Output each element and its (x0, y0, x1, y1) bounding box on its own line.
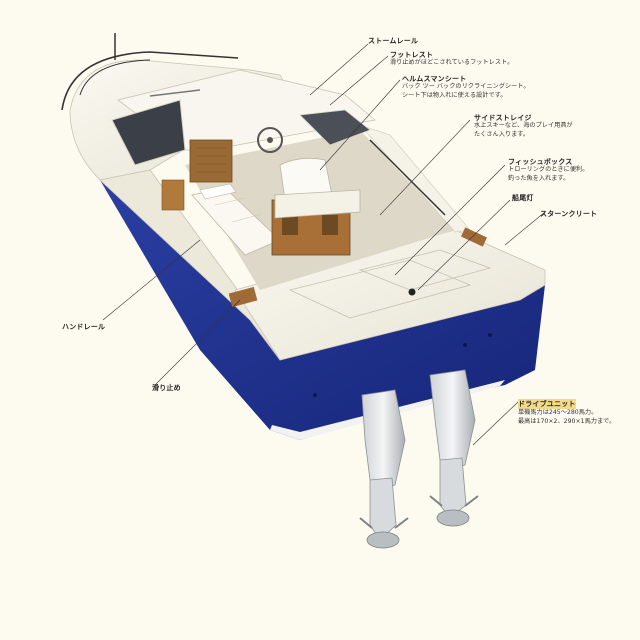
fish-box-hatch (288, 259, 472, 319)
storm-rail (61, 51, 239, 111)
desc-foot-rest: 滑り止めがほどこされているフットレスト。 (390, 59, 514, 66)
label-stern-cleat: スターンクリート (540, 210, 598, 218)
roof-handrail (149, 89, 201, 97)
non-slip-pad-1 (228, 286, 258, 308)
label-fish-box: フィッシュボックス (508, 158, 573, 166)
label-side-storage: サイドストレイジ (474, 114, 532, 122)
desc-drive-1: 単機馬力は245〜280馬力。 (518, 409, 598, 416)
label-storm-rail: ストームレール (368, 37, 419, 45)
desc-fish-box-2: 釣った魚を入れます。 (508, 175, 570, 182)
helm-seat (279, 157, 333, 201)
label-stern-light: 船尾灯 (512, 194, 534, 202)
steering-wheel (257, 127, 283, 153)
label-helmsman-seat: ヘルムスマンシート (402, 75, 467, 83)
label-handrail: ハンドレール (62, 323, 106, 331)
desc-fish-box-1: トローリングのときに便利。 (508, 166, 589, 173)
desc-helmsman-1: バック ツー バックのリクライニングシート。 (402, 83, 530, 90)
desc-side-storage-2: たくさん入ります。 (474, 131, 530, 138)
side-rail (369, 139, 446, 216)
label-foot-rest: フットレスト (390, 51, 434, 59)
stern-light (408, 288, 416, 296)
desc-helmsman-2: シート下は物入れに使える設計です。 (402, 92, 507, 99)
desc-side-storage-1: 水上スキーなど、海のプレイ用具が (474, 122, 573, 129)
cabin-door (189, 139, 233, 183)
label-drive-unit: ドライブユニット (518, 399, 576, 409)
wood-panel (161, 179, 185, 211)
non-slip-pad-2 (461, 227, 487, 247)
desc-drive-2: 最高は170×2、290×1馬力まで。 (518, 418, 616, 425)
drive-unit-right (429, 369, 479, 527)
side-window (299, 109, 371, 146)
label-non-slip: 滑り止め (152, 384, 181, 392)
windshield (111, 99, 186, 166)
leader-lines (102, 43, 546, 446)
drive-unit-left (359, 389, 409, 549)
